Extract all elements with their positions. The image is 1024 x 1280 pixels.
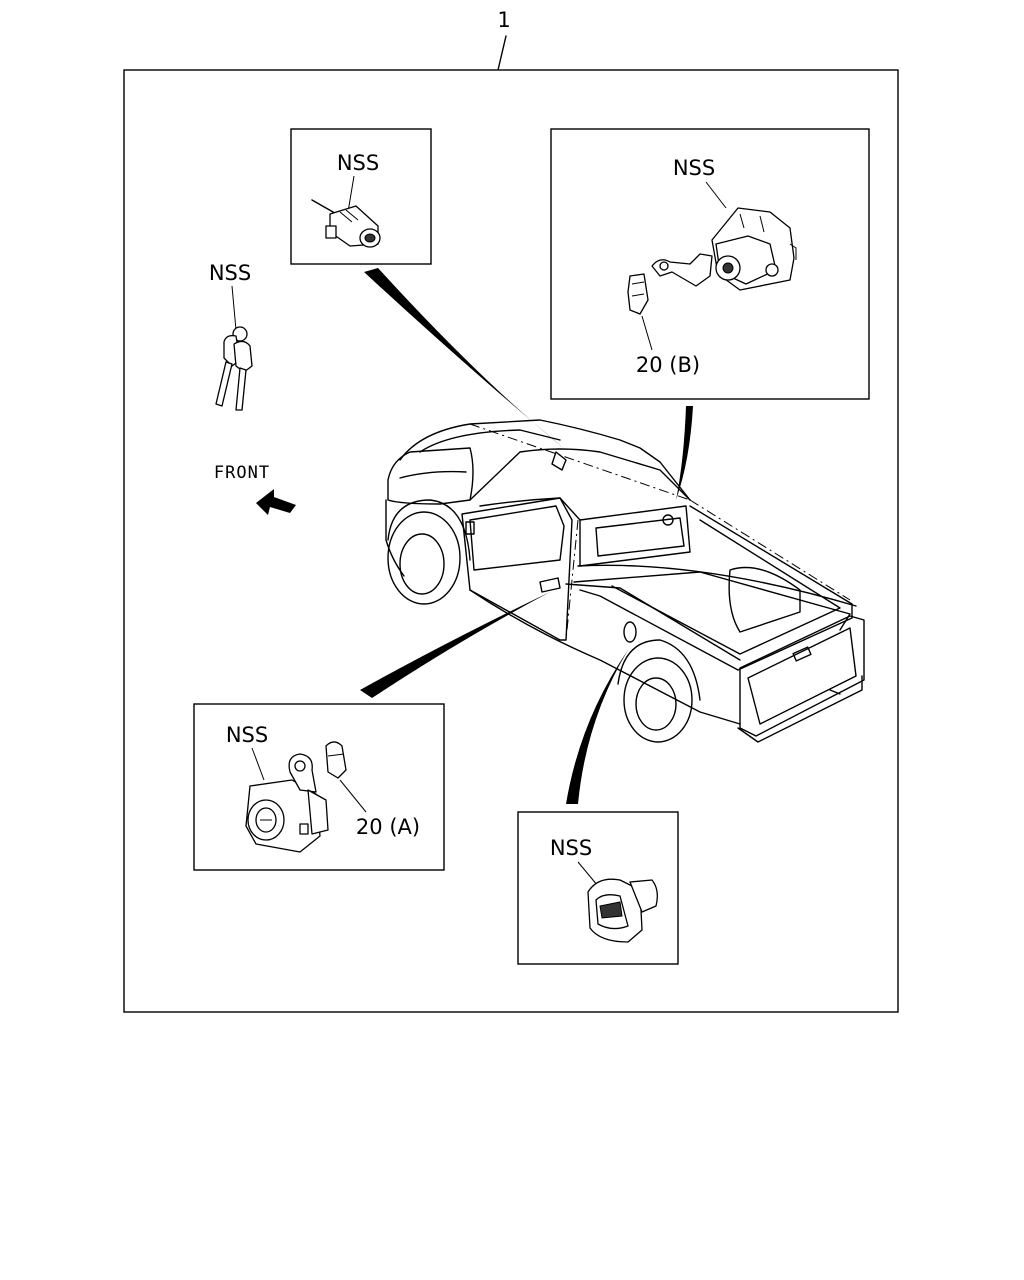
fuel-lid-lock-part xyxy=(587,878,658,943)
tailgate-lock-part xyxy=(651,207,797,291)
callout-main-leader xyxy=(497,35,507,71)
ignition-nss-label: NSS xyxy=(337,151,379,175)
fuel-nss-label: NSS xyxy=(550,836,592,860)
leader-door xyxy=(360,592,550,698)
door-lock-cylinder-part xyxy=(245,753,329,853)
leader-tailgate xyxy=(676,406,693,500)
door-nss-label: NSS xyxy=(226,723,268,747)
ignition-cylinder-part xyxy=(311,199,381,248)
tailgate-lock-detail: NSS 20 (B) xyxy=(550,128,870,400)
ignition-label-leader xyxy=(347,175,355,213)
key-part xyxy=(215,326,253,411)
key-set: NSS xyxy=(209,261,253,411)
leader-ignition xyxy=(364,268,566,450)
door-part-ref: 20 (A) xyxy=(356,815,420,839)
door-lock-detail: NSS 20 (A) xyxy=(193,703,445,871)
tailgate-nss-label: NSS xyxy=(673,156,715,180)
ignition-cylinder-detail: NSS xyxy=(290,128,432,265)
key-nss-label: NSS xyxy=(209,261,251,285)
clip-20a-part xyxy=(325,741,347,779)
front-label: FRONT xyxy=(214,463,270,483)
tailgate-part-ref: 20 (B) xyxy=(636,353,700,377)
fuel-lid-lock-detail: NSS xyxy=(517,811,679,965)
front-arrow-icon xyxy=(256,489,296,515)
front-indicator: FRONT xyxy=(214,463,296,515)
pickup-truck-illustration xyxy=(385,419,865,743)
door-detail-box xyxy=(193,703,445,871)
leader-fuel xyxy=(566,650,628,804)
callout-main-number: 1 xyxy=(497,8,510,32)
clip-20b-part xyxy=(627,273,649,315)
